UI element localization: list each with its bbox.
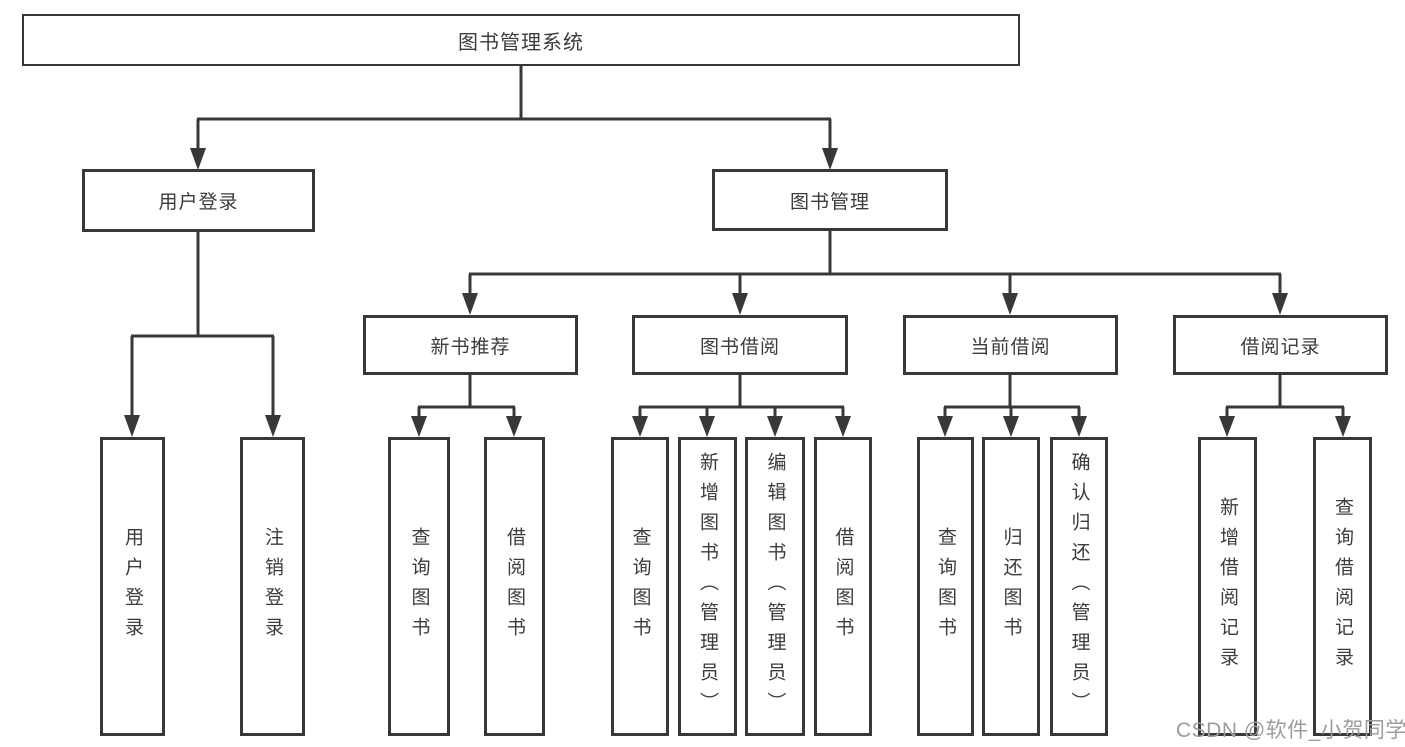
leaf-borrow-books-recommend: 借阅图书 bbox=[484, 437, 545, 736]
node-label: 当前借阅 bbox=[970, 336, 1051, 358]
arrowhead-icon bbox=[1272, 293, 1288, 315]
node-borrowing-records: 借阅记录 bbox=[1173, 315, 1388, 375]
arrowhead-icon bbox=[632, 416, 648, 437]
leaf-label: 查询图书 bbox=[408, 526, 430, 647]
leaf-user-login: 用户登录 bbox=[100, 437, 165, 736]
leaf-edit-books-admin: 编辑图书（管理员） bbox=[745, 437, 805, 736]
arrowhead-icon bbox=[190, 148, 206, 170]
arrowhead-icon bbox=[1335, 416, 1351, 437]
leaf-label: 归还图书 bbox=[1000, 526, 1022, 647]
node-label: 图书管理系统 bbox=[458, 31, 584, 54]
leaf-borrow-books-borrowing: 借阅图书 bbox=[814, 437, 872, 736]
arrowhead-icon bbox=[937, 416, 953, 437]
node-book-borrowing: 图书借阅 bbox=[632, 315, 848, 375]
connector-borrowing-records-to-leaves bbox=[1219, 373, 1351, 437]
node-new-book-recommendation: 新书推荐 bbox=[363, 315, 578, 375]
leaf-query-borrowing-record: 查询借阅记录 bbox=[1313, 437, 1372, 736]
leaf-return-books: 归还图书 bbox=[982, 437, 1040, 736]
node-label: 用户登录 bbox=[158, 192, 239, 213]
connector-user-login-to-leaves bbox=[124, 231, 281, 437]
connector-book-borrowing-to-leaves bbox=[632, 373, 851, 437]
leaf-add-books-admin: 新增图书（管理员） bbox=[678, 437, 737, 736]
arrowhead-icon bbox=[411, 416, 427, 437]
arrowhead-icon bbox=[732, 293, 748, 315]
node-label: 借阅记录 bbox=[1240, 336, 1321, 358]
arrowhead-icon bbox=[462, 293, 478, 315]
node-label: 新书推荐 bbox=[430, 336, 511, 358]
connector-root-to-level2 bbox=[190, 66, 838, 170]
arrowhead-icon bbox=[265, 415, 281, 437]
arrowhead-icon bbox=[1002, 293, 1018, 315]
leaf-logout: 注销登录 bbox=[240, 437, 305, 736]
connector-book-management-to-level3 bbox=[462, 230, 1288, 315]
node-label: 图书管理 bbox=[789, 191, 870, 213]
leaf-label: 查询图书 bbox=[629, 526, 651, 647]
leaf-query-books-recommend: 查询图书 bbox=[388, 437, 450, 736]
node-current-borrowing: 当前借阅 bbox=[903, 315, 1118, 375]
leaf-label: 注销登录 bbox=[262, 526, 283, 647]
leaf-label: 确认归还（管理员） bbox=[1068, 451, 1090, 722]
node-book-management: 图书管理 bbox=[712, 169, 948, 231]
node-user-login: 用户登录 bbox=[82, 169, 315, 232]
leaf-query-books-borrowing: 查询图书 bbox=[611, 437, 669, 736]
arrowhead-icon bbox=[767, 416, 783, 437]
leaf-label: 新增借阅记录 bbox=[1217, 496, 1238, 677]
connector-current-borrowing-to-leaves bbox=[937, 373, 1087, 437]
arrowhead-icon bbox=[835, 416, 851, 437]
leaf-label: 查询借阅记录 bbox=[1332, 496, 1353, 677]
watermark: CSDN @软件_小贺同学 bbox=[1176, 719, 1405, 742]
arrowhead-icon bbox=[1219, 416, 1235, 437]
leaf-label: 新增图书（管理员） bbox=[697, 451, 718, 722]
leaf-query-books-current: 查询图书 bbox=[917, 437, 974, 736]
leaf-label: 借阅图书 bbox=[504, 526, 525, 647]
arrowhead-icon bbox=[1003, 416, 1019, 437]
arrowhead-icon bbox=[699, 416, 715, 437]
leaf-add-borrowing-record: 新增借阅记录 bbox=[1198, 437, 1257, 736]
leaf-label: 借阅图书 bbox=[832, 526, 854, 647]
node-label: 图书借阅 bbox=[699, 336, 780, 358]
node-book-management-system: 图书管理系统 bbox=[22, 14, 1020, 66]
arrowhead-icon bbox=[1071, 416, 1087, 437]
connector-new-book-recommendation-to-leaves bbox=[411, 373, 522, 437]
leaf-label: 用户登录 bbox=[122, 526, 143, 647]
arrowhead-icon bbox=[506, 416, 522, 437]
leaf-label: 编辑图书（管理员） bbox=[764, 451, 786, 722]
arrowhead-icon bbox=[822, 148, 838, 170]
leaf-label: 查询图书 bbox=[935, 526, 956, 647]
leaf-confirm-return-admin: 确认归还（管理员） bbox=[1050, 437, 1108, 736]
arrowhead-icon bbox=[124, 415, 140, 437]
